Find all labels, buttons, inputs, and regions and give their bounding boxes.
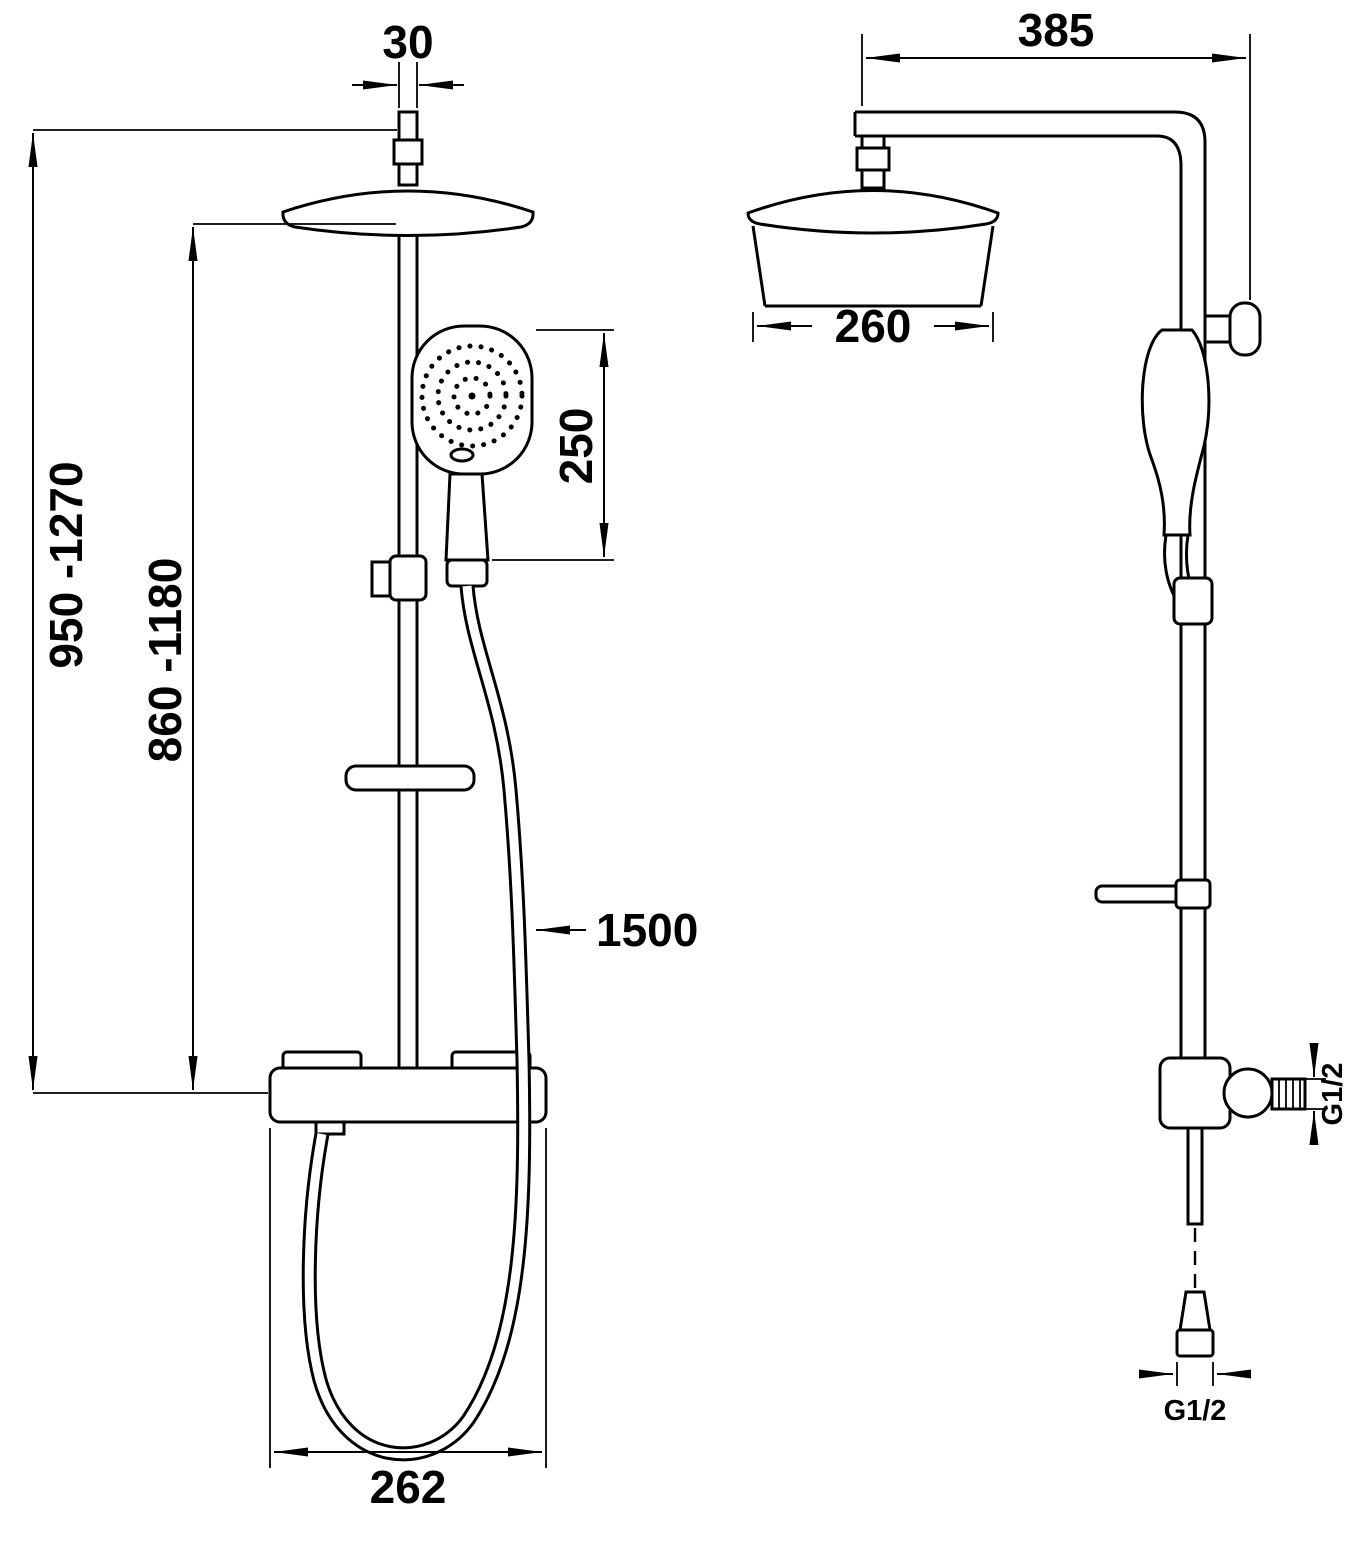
hand-shower-handle — [444, 472, 490, 562]
dim-hose-length: 1500 — [536, 904, 698, 956]
dim-mixer-width: 262 — [269, 1128, 547, 1513]
rain-shower-head-side — [746, 189, 1000, 308]
hose-connector-cone — [1178, 1290, 1212, 1332]
shower-arm-side — [853, 110, 1207, 1068]
thermostatic-mixer-side — [1158, 1056, 1307, 1130]
mixer-hose-outlet — [314, 1120, 346, 1136]
head-neck-side — [855, 134, 891, 190]
dim-top-pipe-width: 30 — [352, 16, 464, 108]
mixer-body-side — [1158, 1056, 1232, 1130]
dim-label-top-pipe-width: 30 — [382, 16, 433, 68]
bottom-inlet-side — [1175, 1126, 1215, 1358]
dim-label-overall-height: 950 -1270 — [40, 461, 92, 668]
wall-bracket-side — [1203, 301, 1262, 357]
thread-ridges — [1278, 1079, 1301, 1109]
slider-holder-side — [1172, 576, 1214, 626]
dim-head-diameter: 260 — [752, 300, 994, 352]
dim-label-hose-length: 1500 — [596, 904, 698, 956]
hand-shower-front — [410, 324, 534, 588]
mixer-body — [268, 1066, 548, 1124]
shower-hose-front — [301, 585, 532, 1462]
dim-label-mixer-width: 262 — [370, 1461, 447, 1513]
dim-rail-height: 860 -1180 — [139, 223, 396, 1090]
hose-connector-nut — [1175, 1328, 1215, 1358]
dimensions: 30 950 -1270 860 -1180 250 1 — [28, 4, 1349, 1513]
dim-arm-reach: 385 — [861, 4, 1251, 300]
dim-label-arm-reach: 385 — [1018, 4, 1095, 56]
hand-shower-side — [1140, 328, 1211, 607]
soap-shelf-side — [1094, 878, 1212, 910]
dim-handshower-length: 250 — [492, 329, 614, 561]
dim-overall-height: 950 -1270 — [28, 129, 397, 1094]
dim-label-rail-height: 860 -1180 — [139, 558, 191, 763]
dim-label-handshower-length: 250 — [550, 408, 602, 485]
soap-shelf-front — [344, 764, 476, 792]
wall-bracket-knob — [1228, 301, 1262, 357]
slider-holder-front — [370, 554, 428, 602]
dim-bottom-inlet-thread: G1/2 — [1139, 1362, 1251, 1427]
dim-label-head-diameter: 260 — [835, 300, 912, 352]
dim-label-bottom-inlet-thread: G1/2 — [1164, 1395, 1227, 1427]
hose-nut — [445, 558, 489, 588]
front-view — [268, 110, 548, 1462]
dim-label-side-outlet-thread: G1/2 — [1317, 1063, 1349, 1126]
rain-shower-head-front — [281, 189, 535, 237]
side-view — [746, 110, 1307, 1358]
outlet-flange — [1222, 1067, 1274, 1119]
spray-nozzles — [419, 343, 525, 449]
mode-button — [449, 447, 475, 463]
dim-side-outlet-thread: G1/2 — [1305, 1043, 1349, 1145]
